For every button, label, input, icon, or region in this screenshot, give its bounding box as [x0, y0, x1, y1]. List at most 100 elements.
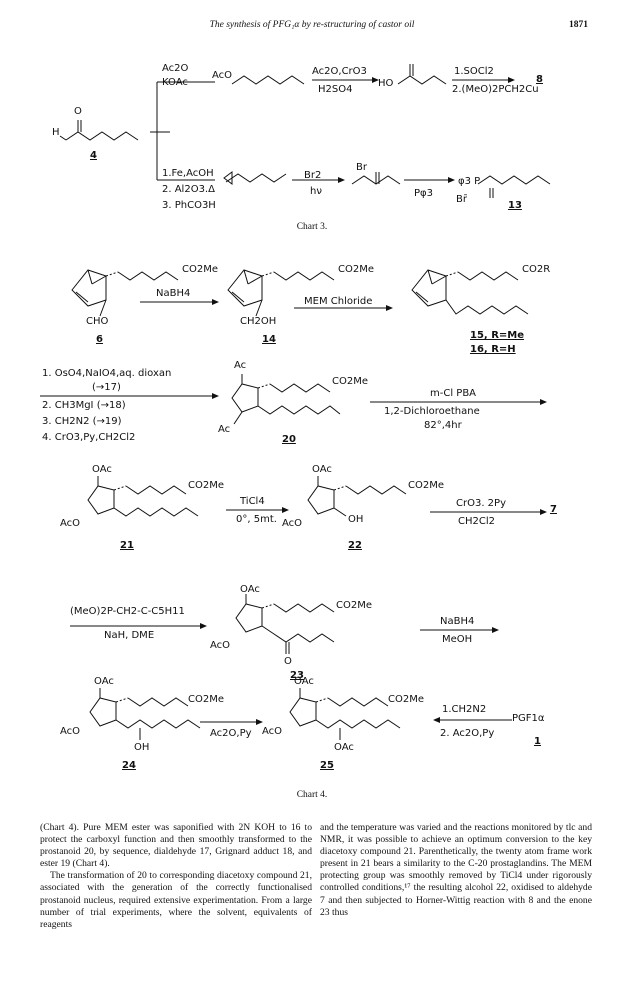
compound-25-structure — [289, 688, 401, 740]
oac-label-21: OAc — [92, 464, 112, 475]
ketone-o-label: O — [284, 656, 292, 667]
step-reagent-4: 4. CrO3,Py,CH2Cl2 — [42, 432, 136, 443]
aco-label-21: AcO — [60, 518, 81, 529]
compound-20-number: 20 — [282, 434, 296, 445]
upper-ho-label: HO — [378, 78, 394, 89]
mem-chloride-label: MEM Chloride — [304, 296, 373, 307]
page-number: 1871 — [569, 20, 588, 30]
ticl4-cond: 0°, 5mt. — [236, 514, 277, 525]
chart4-caption: Chart 4. — [296, 790, 328, 800]
body-column-left: (Chart 4). Pure MEM ester was saponified… — [40, 822, 312, 931]
nabh4-label: NaBH4 — [156, 288, 191, 299]
oac-label-25: OAc — [294, 676, 314, 687]
co2me-label-22: CO2Me — [408, 480, 444, 491]
compound-23-number: 23 — [290, 670, 304, 681]
paragraph: and the temperature was varied and the r… — [320, 822, 592, 918]
step-reagent-2: 2. CH3MgI (→18) — [42, 400, 126, 411]
final-reagent-1: 1.CH2N2 — [442, 704, 487, 715]
phosphonate-cond: NaH, DME — [104, 630, 155, 641]
co2r-label: CO2R — [522, 264, 551, 275]
cho-label: CHO — [86, 316, 109, 327]
oac-label-24: OAc — [94, 676, 114, 687]
co2me-label-2: CO2Me — [338, 264, 374, 275]
compound-4-number: 4 — [90, 150, 97, 161]
compound-22-number: 22 — [348, 540, 362, 551]
ac-label: Ac — [234, 360, 247, 371]
chart3-caption: Chart 3. — [296, 222, 328, 232]
paragraph: The transformation of 20 to correspondin… — [40, 870, 312, 930]
compound-15-structure — [411, 269, 529, 315]
mcpba-label: m-Cl PBA — [430, 388, 477, 399]
lower-reagent-3: 3. PhCO3H — [162, 200, 216, 211]
lower-reagent-2: 2. Al2O3.Δ — [162, 184, 215, 195]
aco-label-24: AcO — [60, 726, 81, 737]
final-reagent-2: 2. Ac2O,Py — [440, 728, 495, 739]
compound-25-number: 25 — [320, 760, 334, 771]
compound-16-label: 16, R=H — [470, 344, 516, 355]
ticl4-label: TiCl4 — [240, 496, 265, 507]
body-column-right: and the temperature was varied and the r… — [320, 822, 592, 919]
paragraph: (Chart 4). Pure MEM ester was saponified… — [40, 822, 312, 870]
aldehyde-h-label: H — [52, 127, 60, 138]
co2me-label: CO2Me — [182, 264, 218, 275]
upper-reagent-2-bot: H2SO4 — [318, 84, 353, 95]
step-reagent-1b: (→17) — [92, 382, 121, 393]
mcpba-solvent: 1,2-Dichloroethane — [384, 406, 480, 417]
co2me-label-21: CO2Me — [188, 480, 224, 491]
oh-label-22: OH — [348, 514, 364, 525]
ac-label-2: Ac — [218, 424, 231, 435]
aco-label-22: AcO — [282, 518, 303, 529]
step-reagent-3: 3. CH2N2 (→19) — [42, 416, 122, 427]
co2me-label-25: CO2Me — [388, 694, 424, 705]
compound-21-structure — [87, 476, 199, 517]
compound-1-number: 1 — [534, 736, 541, 747]
lower-reagent-1: 1.Fe,AcOH — [162, 168, 214, 179]
co2me-label-24: CO2Me — [188, 694, 224, 705]
upper-aco-label: AcO — [212, 70, 233, 81]
hv-reagent: hν — [310, 186, 322, 197]
oac-label-22: OAc — [312, 464, 332, 475]
step-reagent-1: 1. OsO4,NaIO4,aq. dioxan — [42, 368, 172, 379]
pph3-reagent: Pφ3 — [414, 188, 433, 199]
br2-reagent: Br2 — [304, 170, 322, 181]
ac2o-py-label: Ac2O,Py — [210, 728, 252, 739]
co2me-label-23: CO2Me — [336, 600, 372, 611]
compound-22-structure — [307, 476, 407, 517]
compound-21-number: 21 — [120, 540, 134, 551]
compound-8-number: 8 — [536, 74, 543, 85]
cro3-label: CrO3. 2Py — [456, 498, 506, 509]
co2me-label-3: CO2Me — [332, 376, 368, 387]
compound-20-structure — [231, 374, 341, 425]
compound-13-number: 13 — [508, 200, 522, 211]
compound-6-number: 6 — [96, 334, 103, 345]
oac-label-25b: OAc — [334, 742, 354, 753]
carbonyl-o-label: O — [74, 106, 82, 117]
compound-4-structure — [59, 120, 139, 141]
compound-15-label: 15, R=Me — [470, 330, 525, 341]
compound-14-number: 14 — [262, 334, 276, 345]
compound-23-structure — [235, 594, 335, 654]
pgf-label: PGF1α — [512, 713, 545, 724]
compound-24-number: 24 — [122, 760, 136, 771]
cro3-solvent: CH2Cl2 — [458, 516, 495, 527]
compound-24-structure — [89, 688, 201, 740]
nabh4-label-2: NaBH4 — [440, 616, 475, 627]
ph3p-label: φ3 P — [458, 176, 481, 187]
to-compound-7: 7 — [550, 504, 557, 515]
upper-reagent-2-top: Ac2O,CrO3 — [312, 66, 367, 77]
upper-reagent-3-top: 1.SOCl2 — [454, 66, 494, 77]
oac-label-23: OAc — [240, 584, 260, 595]
compound-6-structure — [71, 269, 179, 317]
running-title: The synthesis of PFG₁α by re-structuring… — [209, 20, 415, 30]
oh-label-24: OH — [134, 742, 150, 753]
br-label: Br — [356, 162, 367, 173]
phosphonate-label: (MeO)2P-CH2-C-C5H11 — [70, 606, 185, 617]
aco-label-23: AcO — [210, 640, 231, 651]
meoh-label: MeOH — [442, 634, 473, 645]
ch2oh-label: CH2OH — [240, 316, 277, 327]
upper-reagent-1: Ac2O KOAc — [162, 63, 189, 88]
upper-reagent-3-bot: 2.(MeO)2PCH2Cu — [452, 84, 539, 95]
br-minus-label: Br̄ — [456, 194, 467, 205]
compound-14-structure — [227, 269, 335, 317]
